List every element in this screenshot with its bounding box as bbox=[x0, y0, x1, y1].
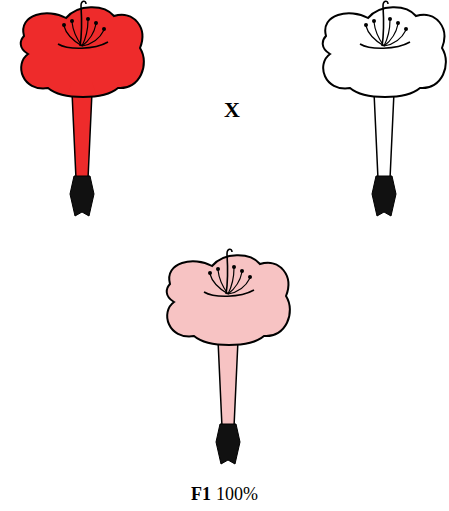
red-flower bbox=[21, 1, 144, 216]
cross-symbol: X bbox=[224, 97, 240, 123]
percentage-label: 100% bbox=[216, 484, 258, 504]
generation-label: F1 bbox=[191, 484, 211, 504]
caption-line: F1100% bbox=[0, 484, 449, 505]
white-flower bbox=[323, 1, 446, 216]
pink-flower bbox=[167, 249, 290, 464]
